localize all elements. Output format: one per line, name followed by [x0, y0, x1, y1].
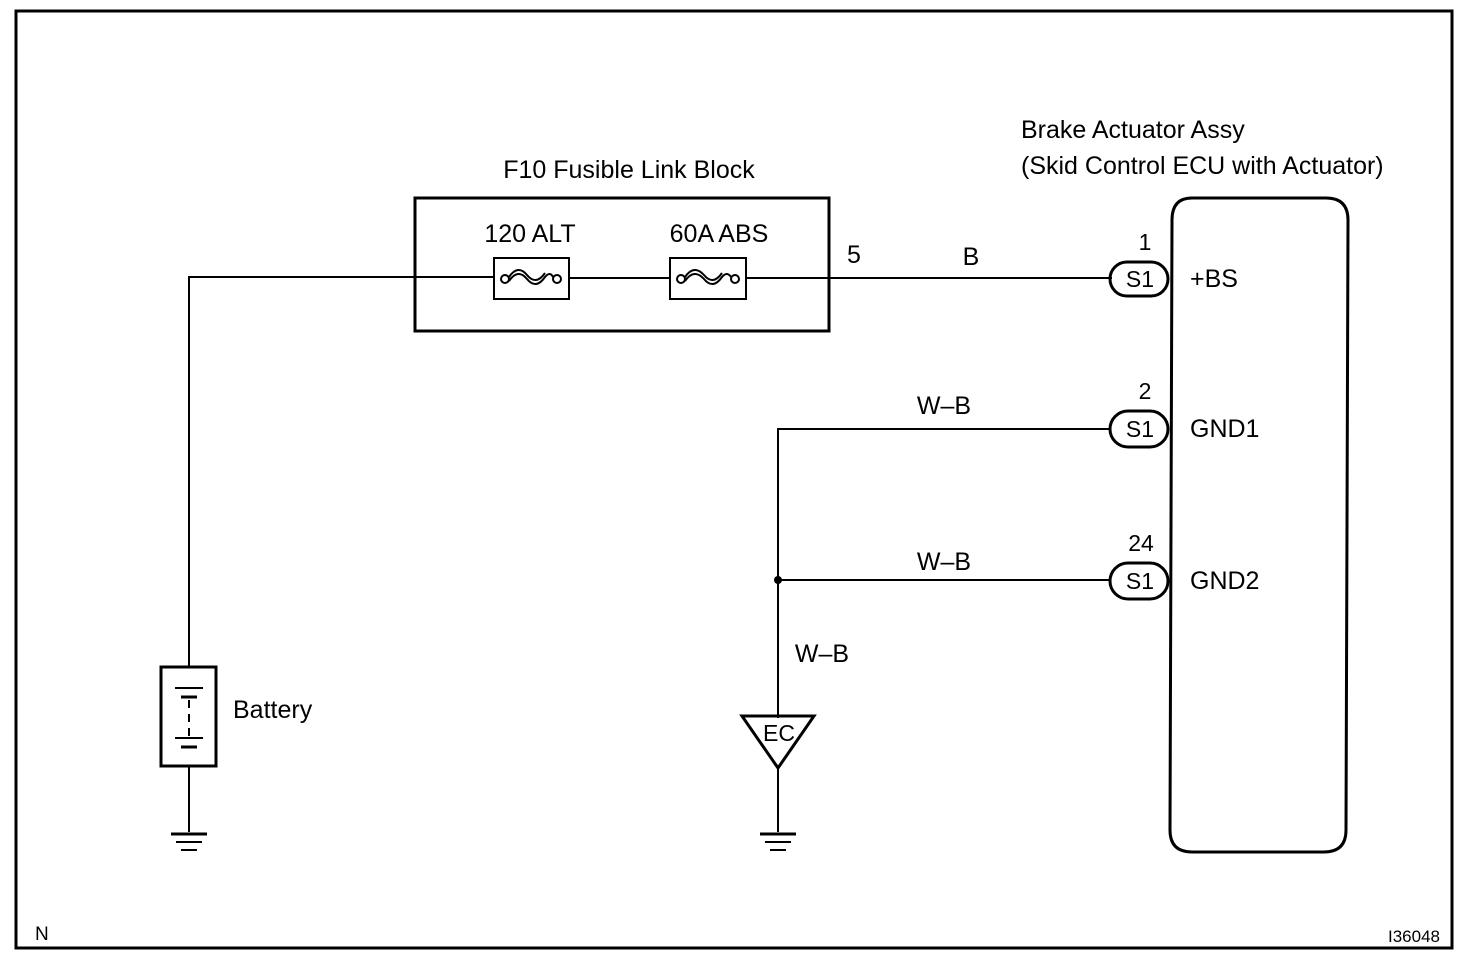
fuse-alt-label: 120 ALT	[484, 220, 575, 248]
battery-symbol	[175, 687, 203, 749]
wire-color-b: B	[963, 243, 980, 271]
fuse-alt-symbol	[493, 257, 570, 300]
wire-junction-dot	[774, 576, 782, 584]
fuse-abs-symbol	[669, 257, 747, 300]
battery-label: Battery	[233, 696, 313, 724]
outer-frame	[14, 9, 1454, 950]
ecu-title-line1: Brake Actuator Assy	[1021, 116, 1245, 144]
fuse-abs-label: 60A ABS	[670, 220, 769, 248]
ground-point-ec-label: EC	[763, 720, 795, 746]
ground-symbol-battery	[171, 832, 207, 851]
corner-mark: N	[35, 924, 49, 945]
ground-symbol-ec	[760, 832, 796, 851]
pin-2-number: 2	[1139, 378, 1152, 404]
block-pin-5: 5	[847, 241, 861, 269]
terminal-gnd1-label: GND1	[1190, 415, 1259, 443]
fusible-link-block	[413, 196, 831, 333]
terminal-gnd2-label: GND2	[1190, 567, 1259, 595]
gnd1-wire	[777, 428, 1110, 718]
connector-s1-pin1-label: S1	[1126, 266, 1154, 292]
ecu-title-line2: (Skid Control ECU with Actuator)	[1021, 152, 1384, 180]
ground-point-ec	[739, 714, 817, 771]
ecu-block	[1168, 196, 1350, 854]
connector-s1-pin2-label: S1	[1126, 416, 1154, 442]
terminal-bs-label: +BS	[1190, 265, 1238, 293]
wire-color-ground: W–B	[795, 640, 849, 668]
figure-id: I36048	[1388, 927, 1440, 946]
connector-s1-pin1	[1108, 260, 1170, 298]
fusible-block-title: F10 Fusible Link Block	[503, 156, 755, 184]
connector-s1-pin24-label: S1	[1126, 568, 1154, 594]
wire-color-gnd2: W–B	[917, 548, 971, 576]
pin-24-number: 24	[1128, 530, 1154, 556]
wire-color-gnd1: W–B	[917, 392, 971, 420]
pin-1-number: 1	[1139, 229, 1152, 255]
battery-feed-wire	[188, 276, 494, 668]
